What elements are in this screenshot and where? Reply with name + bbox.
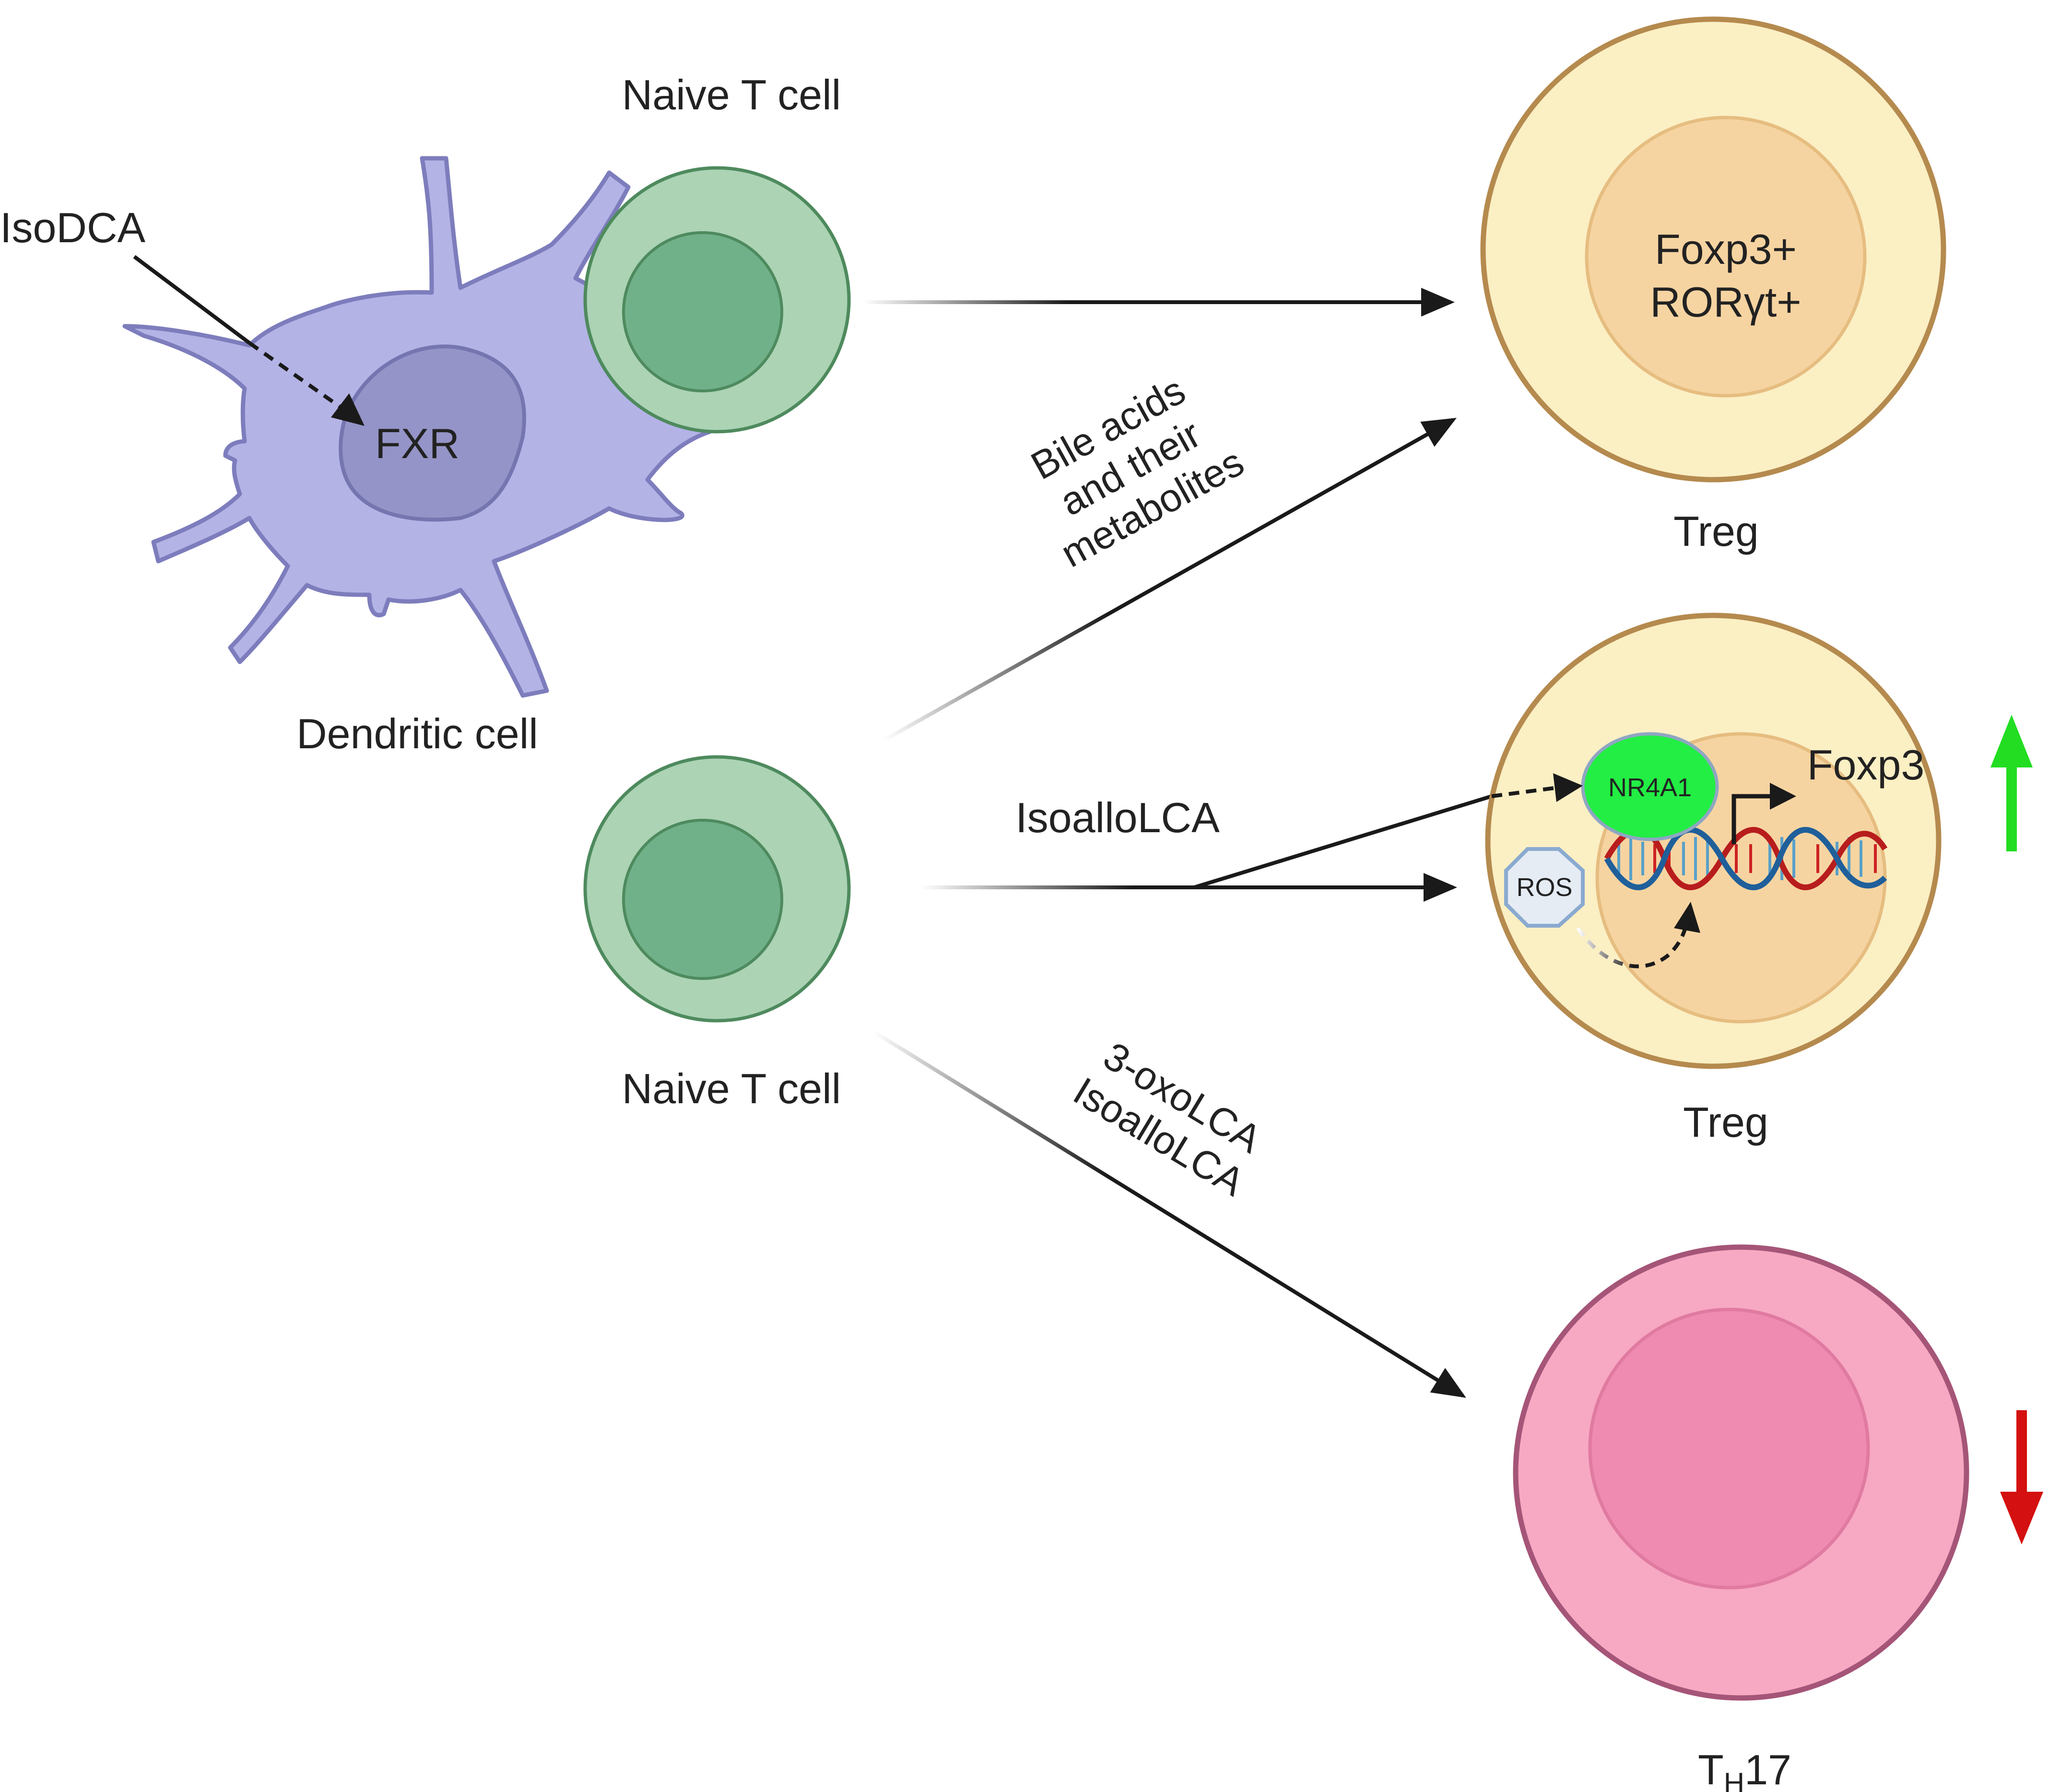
th17-cell <box>1513 1244 1969 1701</box>
dendritic-cell-nucleus <box>339 344 526 522</box>
th17-label-number: 17 <box>1744 1746 1791 1792</box>
th17-label-subscript: H <box>1724 1767 1744 1792</box>
foxp3-gene-label: Foxp3 <box>1807 741 1925 789</box>
treg-top-nucleus <box>1585 116 1867 398</box>
isodca-arrowhead <box>331 393 365 426</box>
naive-t-cell-bottom-nucleus <box>622 819 783 980</box>
naive-t-cell-top <box>583 166 851 434</box>
ros-label: ROS <box>1516 873 1572 902</box>
nr4a1-arrowhead <box>1553 773 1583 802</box>
dendritic-cell-label: Dendritic cell <box>296 710 538 757</box>
treg-top-cell: Foxp3+ RORγt+ <box>1480 16 1946 483</box>
treg-mid-label: Treg <box>1683 1098 1768 1146</box>
nr4a1-protein <box>1581 732 1719 841</box>
nr4a1-label: NR4A1 <box>1608 773 1692 802</box>
naive-t-cell-top-nucleus <box>622 231 783 392</box>
bile-acids-label: Bile acids and their metabolites <box>1024 368 1251 576</box>
treg-top-label: Treg <box>1673 507 1759 555</box>
th17-decrease-arrow <box>2000 1410 2043 1544</box>
naive-t-cell-bottom-label: Naive T cell <box>622 1065 841 1112</box>
ros-molecule <box>1504 847 1585 928</box>
arrow-branch-to-nr4a1 <box>1193 794 1493 889</box>
transcription-arrowhead <box>1770 783 1796 810</box>
dendritic-cell: FXR <box>122 156 712 698</box>
naive-t-cell-top-label: Naive T cell <box>622 71 841 118</box>
naive-t-cell-bottom <box>583 755 851 1023</box>
foxp3-plus-label: Foxp3+ <box>1655 225 1797 273</box>
th17-label-main: T <box>1698 1746 1724 1792</box>
dashed-arrow-to-nr4a1 <box>1491 786 1554 798</box>
oxolca-label: 3-oxoLCA IsoalloLCA <box>1066 1034 1269 1205</box>
th17-label: TH17 <box>1698 1746 1791 1792</box>
dna-helix <box>1604 827 1888 890</box>
arrow-naive-bottom-to-th17 <box>871 1029 1466 1398</box>
treg-mid-cell: Foxp3 NR4A1 ROS <box>1485 613 1942 1069</box>
fxr-label: FXR <box>375 420 459 467</box>
isoallolca-label: IsoalloLCA <box>1015 794 1220 841</box>
th17-nucleus <box>1588 1308 1870 1590</box>
treg-increase-arrow <box>1990 715 2033 851</box>
arrow-bile-acids-to-treg <box>882 418 1457 743</box>
isodca-to-fxr-arrow <box>133 255 365 426</box>
rorgt-plus-label: RORγt+ <box>1650 278 1801 326</box>
isodca-label: IsoDCA <box>0 204 145 251</box>
transcription-start-arrow <box>1731 794 1775 844</box>
ros-arrowhead <box>1674 902 1700 933</box>
